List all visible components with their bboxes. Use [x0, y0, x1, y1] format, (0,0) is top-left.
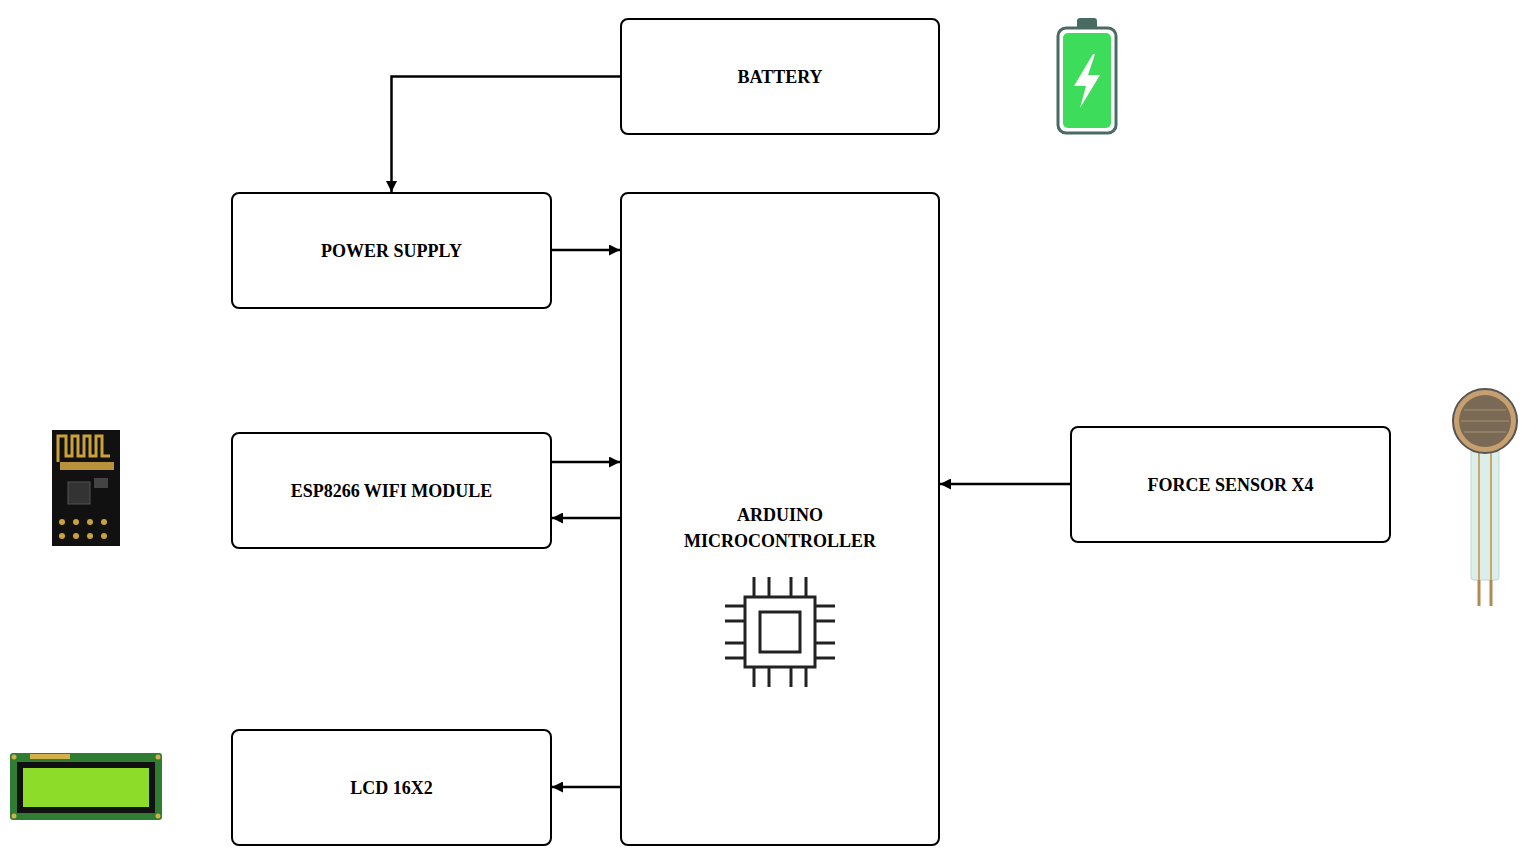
box-label: FORCE SENSOR X4 — [1147, 472, 1313, 498]
connector-arrow — [552, 249, 620, 252]
pin — [73, 533, 79, 539]
battery-icon — [1058, 18, 1116, 133]
connector-arrow — [552, 461, 620, 464]
lcd-illustration — [10, 753, 162, 820]
mount-hole — [156, 755, 161, 760]
lcd-screen — [23, 768, 149, 807]
esp8266-illustration — [52, 430, 120, 546]
pcb-antenna — [58, 436, 110, 462]
chip-symbol — [725, 577, 835, 687]
pin — [101, 519, 107, 525]
sensor-pad — [1459, 395, 1511, 447]
sensor-tail — [1471, 440, 1499, 580]
lightning-bolt — [1074, 54, 1100, 108]
flash-chip — [94, 478, 108, 488]
connector-arrow — [552, 517, 620, 520]
sensor-disc — [1453, 389, 1517, 453]
process-box: ARDUINO MICROCONTROLLER — [620, 192, 940, 846]
lcd-header — [30, 754, 70, 759]
sensor-lead — [1490, 580, 1493, 606]
force-sensor-illustration — [1453, 389, 1517, 606]
connector-arrow — [940, 483, 1070, 486]
box-label: BATTERY — [737, 64, 822, 90]
box-label: ARDUINO MICROCONTROLLER — [670, 502, 890, 554]
module-board — [52, 430, 120, 546]
sensor-grid — [1464, 410, 1506, 411]
process-box: POWER SUPPLY — [231, 192, 552, 309]
mount-hole — [12, 814, 17, 819]
process-box: FORCE SENSOR X4 — [1070, 426, 1391, 543]
battery-case — [1058, 28, 1116, 133]
process-box: ESP8266 WIFI MODULE — [231, 432, 552, 549]
pin — [87, 533, 93, 539]
connector-arrow — [552, 786, 620, 789]
box-label: ESP8266 WIFI MODULE — [291, 478, 493, 504]
module-chip — [68, 482, 90, 504]
pin — [87, 519, 93, 525]
chip-outline — [745, 597, 815, 667]
sensor-trace — [1490, 445, 1492, 580]
sensor-lead — [1478, 580, 1481, 606]
chip-pins — [725, 577, 835, 687]
battery-charge — [1063, 33, 1111, 128]
sensor-grid — [1464, 432, 1506, 433]
pin — [59, 533, 65, 539]
lcd-pcb — [10, 753, 162, 820]
sensor-grid — [1461, 421, 1509, 422]
pin — [101, 533, 107, 539]
connector-arrow — [392, 77, 621, 193]
pin — [73, 519, 79, 525]
chip-core — [760, 612, 800, 652]
pin — [59, 519, 65, 525]
box-label: LCD 16X2 — [350, 775, 433, 801]
header-pins — [59, 519, 107, 539]
antenna-trace — [60, 462, 114, 470]
box-label: POWER SUPPLY — [321, 238, 462, 264]
process-box: LCD 16X2 — [231, 729, 552, 846]
battery-terminal — [1077, 18, 1097, 29]
mount-hole — [156, 814, 161, 819]
sensor-trace — [1478, 445, 1480, 580]
mount-hole — [12, 755, 17, 760]
lcd-bezel — [17, 762, 155, 813]
process-box: BATTERY — [620, 18, 940, 135]
